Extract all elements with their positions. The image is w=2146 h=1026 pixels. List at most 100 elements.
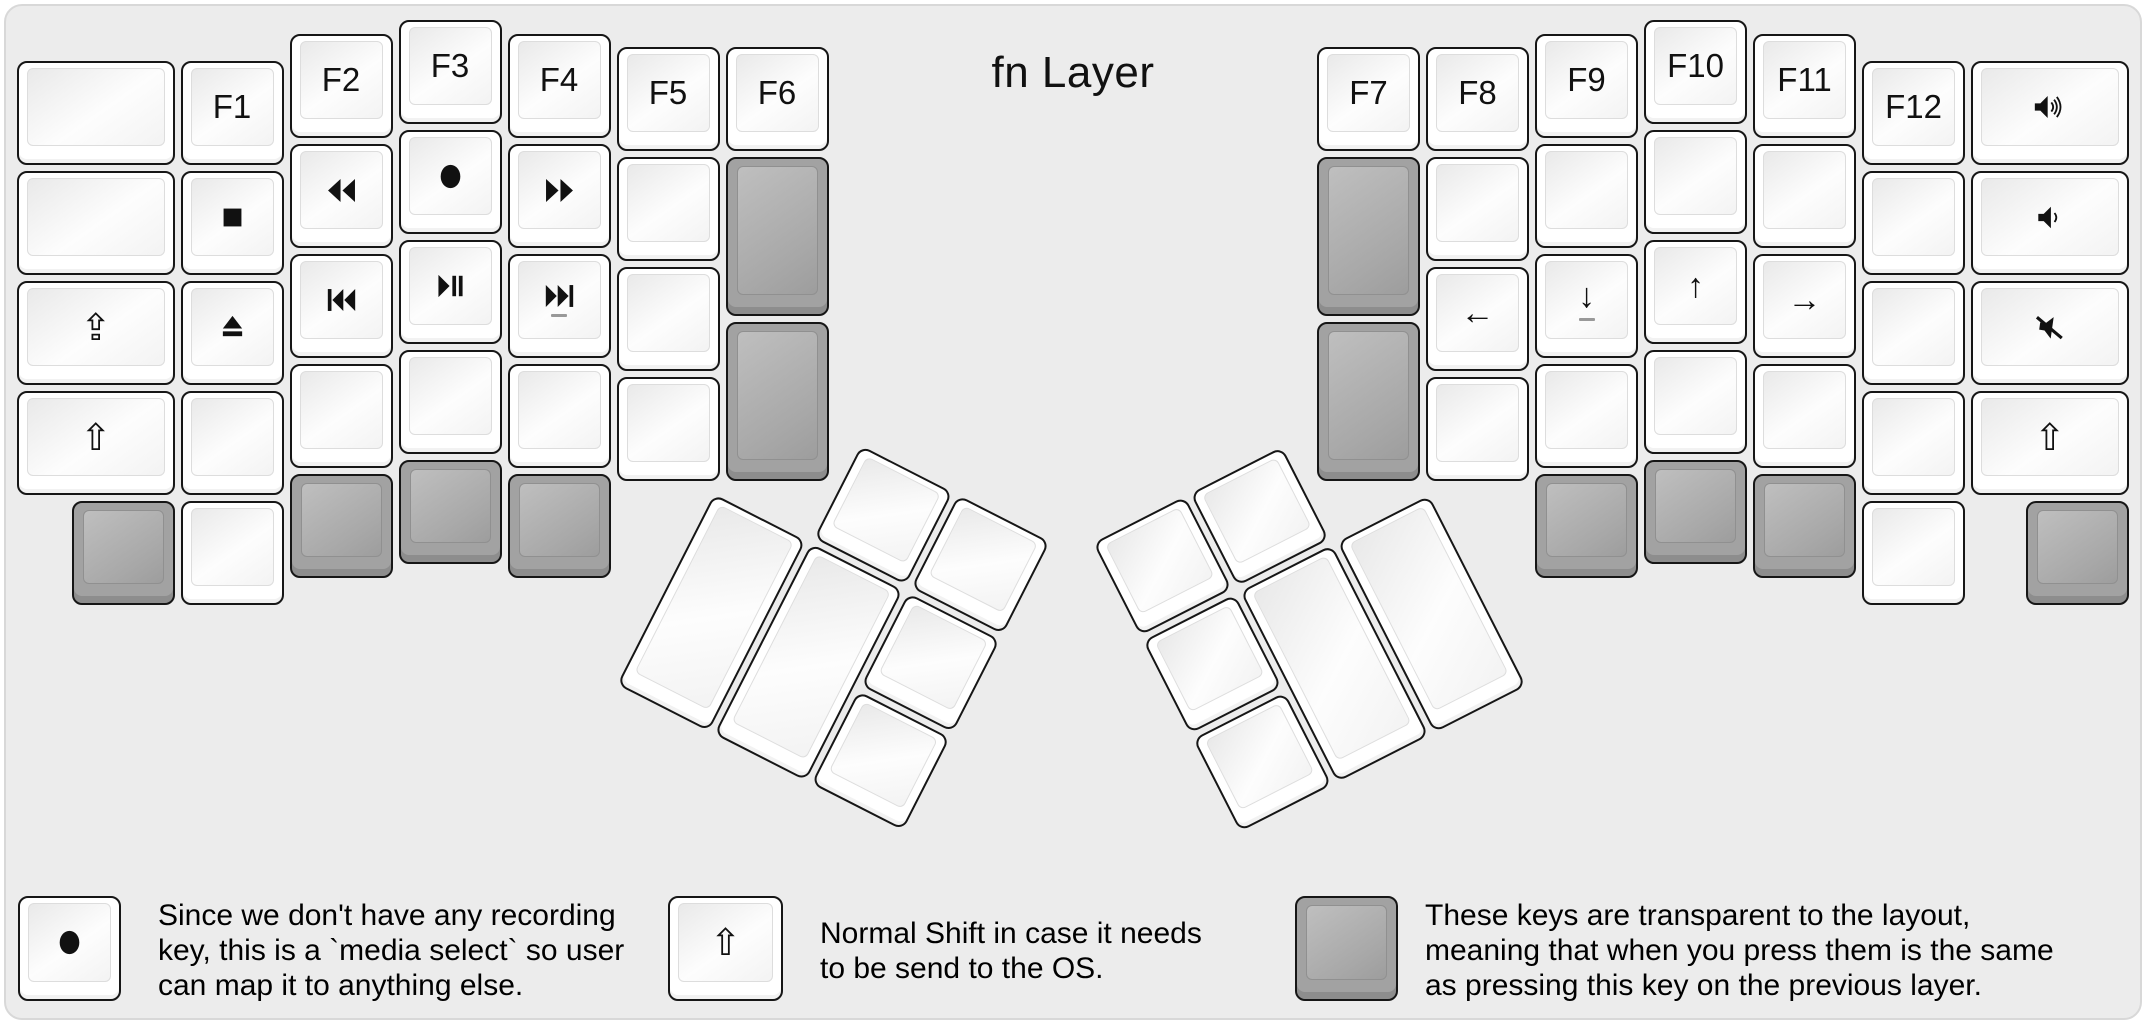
key-mute[interactable]	[1971, 281, 2129, 385]
key-blank[interactable]	[1862, 171, 1965, 275]
key-blank[interactable]	[1426, 157, 1529, 261]
key-transparent[interactable]	[1535, 474, 1638, 578]
key-label: F10	[1667, 47, 1724, 84]
key-f12[interactable]: F12	[1862, 61, 1965, 165]
key-transparent[interactable]	[1317, 322, 1420, 481]
key-f10[interactable]: F10	[1644, 20, 1747, 124]
key-blank[interactable]	[1535, 144, 1638, 248]
key-eject[interactable]	[180, 281, 284, 385]
key-blank[interactable]	[17, 61, 175, 165]
prev-icon	[326, 287, 357, 313]
key-transparent[interactable]	[289, 474, 393, 578]
mute-icon	[2035, 314, 2064, 341]
key-transparent[interactable]	[725, 157, 829, 316]
keycap	[28, 903, 111, 982]
keycap: F1	[190, 68, 274, 146]
key-label: F9	[1567, 61, 1606, 98]
key-transparent[interactable]	[398, 460, 502, 564]
key-ffwd[interactable]	[507, 144, 611, 248]
key-blank[interactable]	[616, 267, 720, 371]
key-blank[interactable]	[289, 364, 393, 468]
key-transparent[interactable]	[1644, 460, 1747, 564]
key-blank[interactable]	[1753, 144, 1856, 248]
shift-icon: ⇧	[709, 922, 741, 963]
keycap	[408, 137, 492, 215]
keycap	[1204, 703, 1315, 811]
key-label: F4	[539, 61, 579, 98]
legend-line: can map it to anything else.	[158, 969, 524, 1002]
key-up[interactable]: ↑	[1644, 240, 1747, 344]
key-blank[interactable]	[1753, 364, 1856, 468]
key-next[interactable]	[507, 254, 611, 358]
key-f1[interactable]: F1	[180, 61, 284, 165]
key-blank[interactable]	[1862, 391, 1965, 495]
key-caps[interactable]: ⇪	[17, 281, 175, 385]
key-blank[interactable]	[1862, 501, 1965, 605]
ffwd-icon	[545, 178, 574, 203]
key-blank[interactable]	[180, 391, 284, 495]
legend-key-shift[interactable]: ⇧	[668, 896, 783, 1001]
key-transparent[interactable]	[1317, 157, 1420, 316]
key-blank[interactable]	[1644, 130, 1747, 234]
legend-line: These keys are transparent to the layout…	[1425, 899, 1971, 932]
key-blank[interactable]	[17, 171, 175, 275]
key-transparent[interactable]	[2026, 501, 2129, 605]
key-transparent[interactable]	[72, 501, 175, 605]
key-f9[interactable]: F9	[1535, 34, 1638, 138]
keycap	[190, 398, 274, 476]
key-stop[interactable]	[180, 171, 284, 275]
key-prev[interactable]	[289, 254, 393, 358]
key-right[interactable]: →	[1753, 254, 1856, 358]
key-f7[interactable]: F7	[1317, 47, 1420, 151]
playpause-icon	[436, 273, 465, 299]
homing-dash	[1578, 318, 1595, 321]
keycap	[1545, 151, 1628, 229]
key-transparent[interactable]	[725, 322, 829, 481]
key-blank[interactable]	[1535, 364, 1638, 468]
key-f5[interactable]: F5	[616, 47, 720, 151]
legend-key-blank[interactable]	[1295, 896, 1398, 1001]
keycap	[736, 331, 818, 460]
keycap	[190, 288, 274, 366]
keycap	[1981, 68, 2119, 146]
legend-key-record[interactable]	[18, 896, 121, 1001]
keycap	[1872, 508, 1955, 586]
key-blank[interactable]	[616, 377, 720, 481]
key-f2[interactable]: F2	[289, 34, 393, 138]
key-shift[interactable]: ⇧	[1971, 391, 2129, 495]
key-f11[interactable]: F11	[1753, 34, 1856, 138]
key-f8[interactable]: F8	[1426, 47, 1529, 151]
key-transparent[interactable]	[1753, 474, 1856, 578]
keycap: F3	[408, 27, 492, 105]
key-left[interactable]: ←	[1426, 267, 1529, 371]
legend-line: meaning that when you press them is the …	[1425, 934, 2054, 967]
keycap	[408, 247, 492, 325]
legend-line: to be send to the OS.	[820, 952, 1104, 985]
shift-icon: ⇧	[2034, 416, 2066, 458]
key-rewind[interactable]	[289, 144, 393, 248]
key-blank[interactable]	[1644, 350, 1747, 454]
keycap	[626, 384, 710, 462]
key-down[interactable]: ↓	[1535, 254, 1638, 358]
key-volume-down[interactable]	[1971, 171, 2129, 275]
key-playpause[interactable]	[398, 240, 502, 344]
key-f3[interactable]: F3	[398, 20, 502, 124]
key-blank[interactable]	[180, 501, 284, 605]
key-blank[interactable]	[616, 157, 720, 261]
key-shift[interactable]: ⇧	[17, 391, 175, 495]
keycap	[1328, 166, 1409, 295]
keycap	[1306, 905, 1387, 980]
key-blank[interactable]	[398, 350, 502, 454]
key-f6[interactable]: F6	[725, 47, 829, 151]
key-blank[interactable]	[1862, 281, 1965, 385]
key-volume-up[interactable]	[1971, 61, 2129, 165]
keycap	[1654, 137, 1737, 215]
left-icon: ←	[1460, 294, 1495, 332]
key-f4[interactable]: F4	[507, 34, 611, 138]
key-transparent[interactable]	[507, 474, 611, 578]
keycap	[299, 261, 383, 339]
key-record[interactable]	[398, 130, 502, 234]
key-blank[interactable]	[507, 364, 611, 468]
key-blank[interactable]	[1426, 377, 1529, 481]
